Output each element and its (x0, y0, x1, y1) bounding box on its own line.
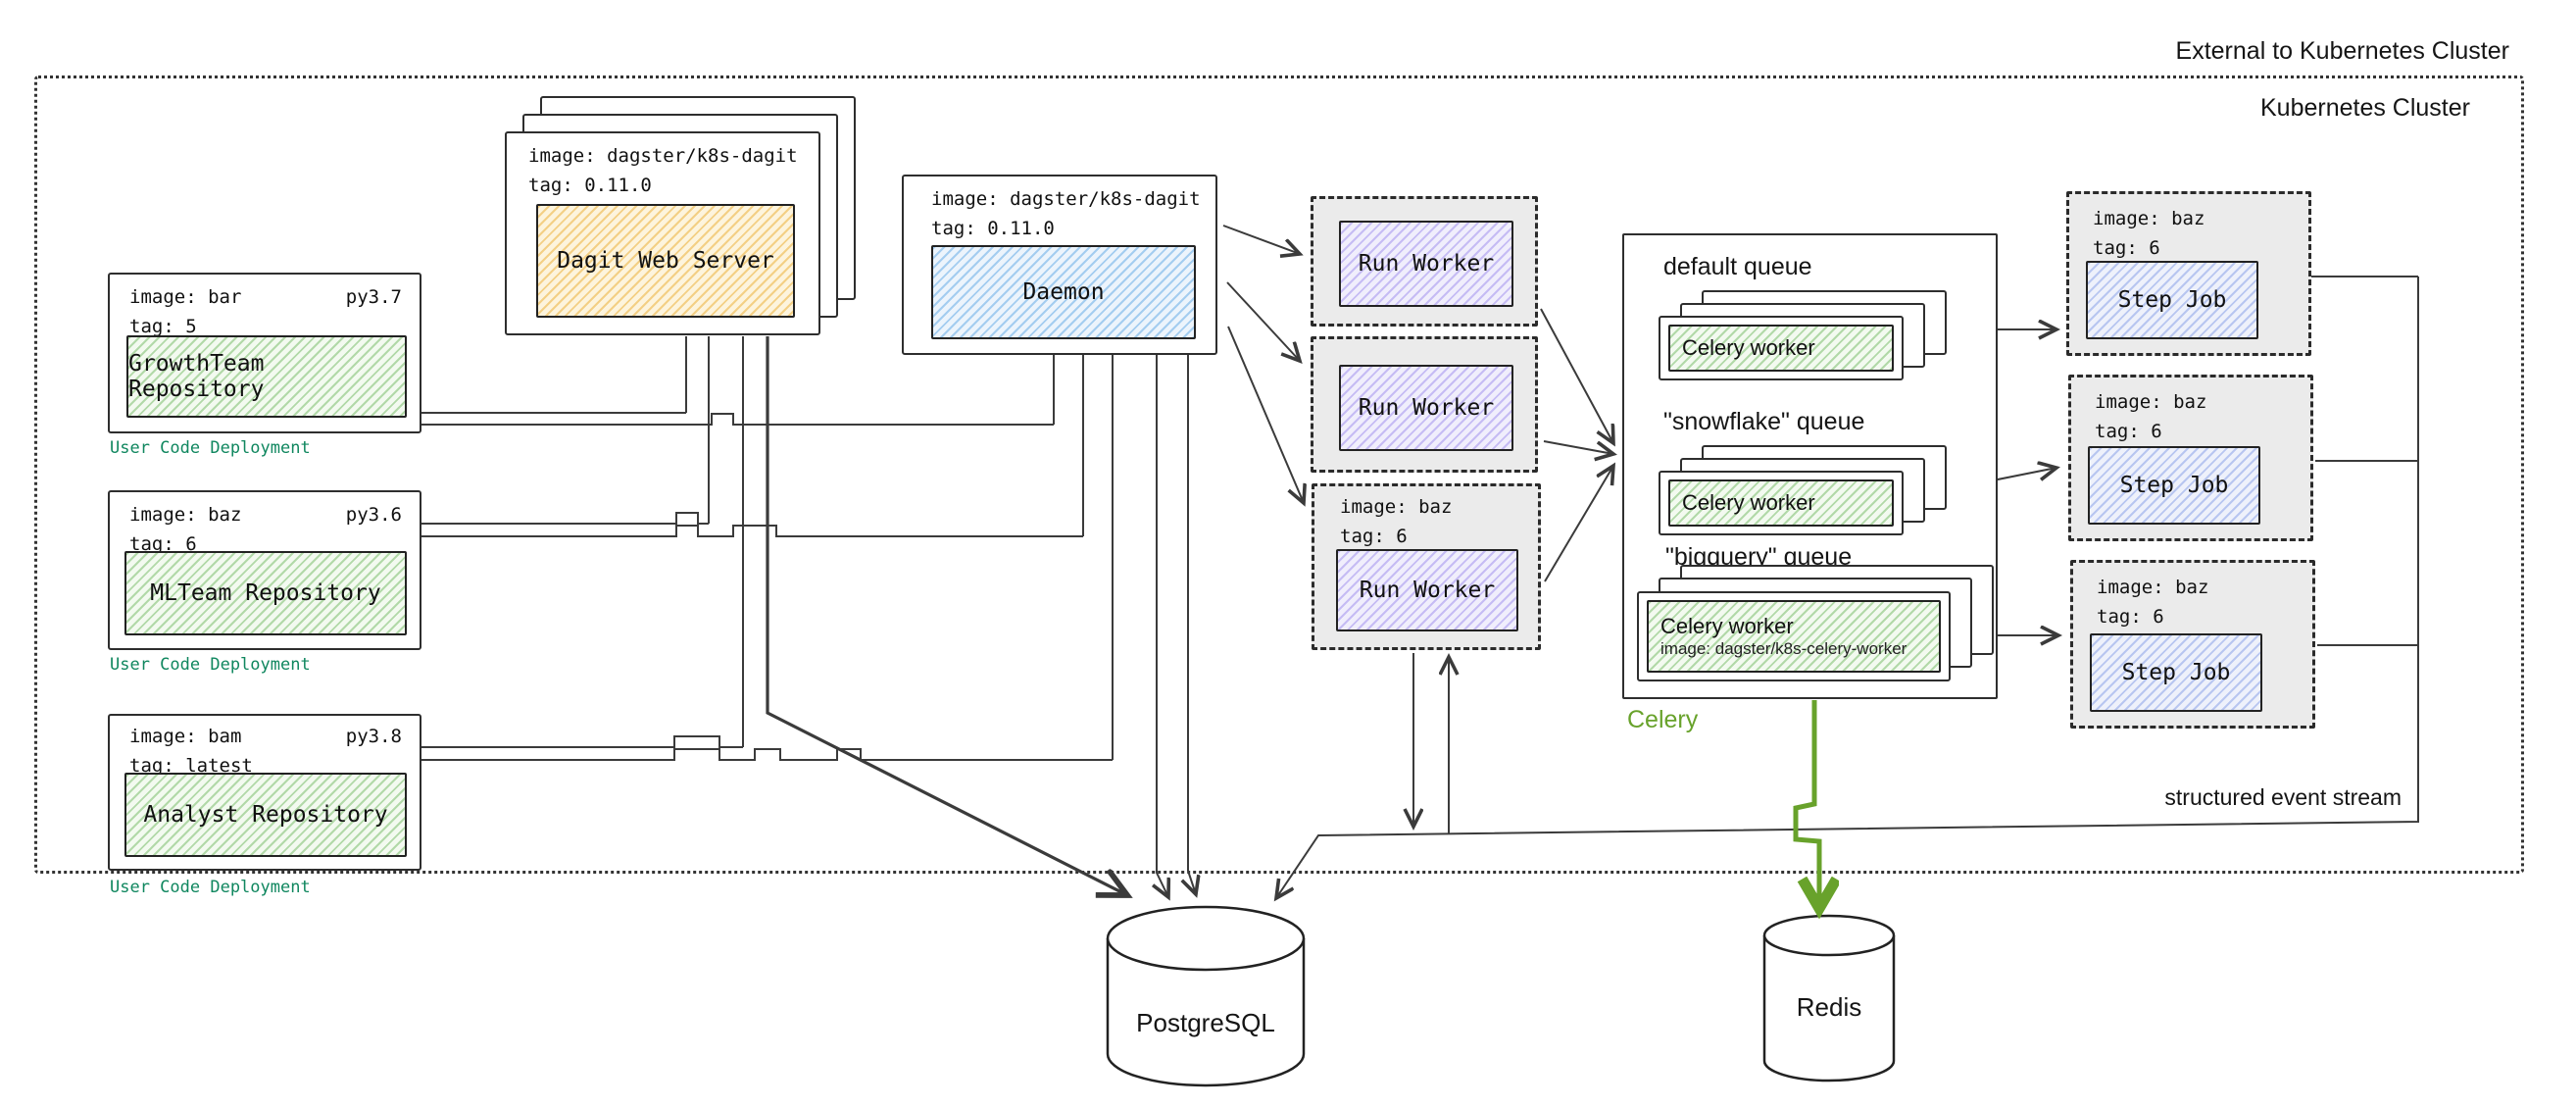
step-job-3-box: Step Job (2090, 633, 2262, 712)
deployment-analyst-caption: User Code Deployment (110, 878, 311, 897)
deployment-analyst-python: py3.8 (345, 726, 402, 747)
step-job-1: image: baz tag: 6 Step Job (2066, 191, 2311, 356)
growthteam-repository: GrowthTeam Repository (126, 335, 407, 418)
deployment-growthteam-tag: tag: 5 (129, 316, 197, 337)
dagit-label: Dagit Web Server (557, 248, 774, 274)
step-job-2-label: Step Job (2119, 473, 2229, 498)
deployment-analyst-image: image: bam (129, 726, 242, 747)
deployment-growthteam-python: py3.7 (345, 286, 402, 308)
celery-worker-bigquery: Celery worker image: dagster/k8s-celery-… (1637, 591, 1951, 681)
deployment-mlteam-image: image: baz (129, 504, 242, 526)
celery-worker-bigquery-image: image: dagster/k8s-celery-worker (1660, 639, 1907, 658)
run-worker-3: image: baz tag: 6 Run Worker (1312, 483, 1541, 650)
step-job-1-box: Step Job (2086, 261, 2258, 339)
step-job-3: image: baz tag: 6 Step Job (2070, 560, 2315, 729)
celery-container: default queue Celery worker "snowflake" … (1622, 233, 1998, 699)
external-cluster-label: External to Kubernetes Cluster (2175, 37, 2509, 65)
mlteam-repository-label: MLTeam Repository (150, 580, 381, 606)
daemon-label-box: Daemon (931, 245, 1196, 339)
deployment-growthteam: image: bar py3.7 tag: 5 GrowthTeam Repos… (108, 273, 421, 433)
step-job-3-tag: tag: 6 (2097, 606, 2164, 628)
bigquery-queue-worker-stack: Celery worker image: dagster/k8s-celery-… (1637, 565, 1998, 684)
step-job-2-tag: tag: 6 (2095, 421, 2162, 442)
celery-worker-snowflake-label: Celery worker (1682, 490, 1815, 515)
kubernetes-cluster-label: Kubernetes Cluster (2259, 94, 2470, 122)
deployment-analyst: image: bam py3.8 tag: latest Analyst Rep… (108, 714, 421, 871)
redis-label: Redis (1796, 992, 1862, 1022)
dagit-web-server: image: dagster/k8s-dagit tag: 0.11.0 Dag… (505, 131, 820, 335)
celery-worker-snowflake-box: Celery worker (1668, 479, 1894, 527)
postgres-cylinder (1106, 905, 1306, 1087)
celery-worker-default: Celery worker (1659, 316, 1904, 380)
celery-worker-bigquery-label: Celery worker (1660, 614, 1794, 638)
analyst-repository: Analyst Repository (124, 773, 407, 857)
run-worker-1: Run Worker (1311, 196, 1538, 327)
deployment-mlteam: image: baz py3.6 tag: 6 MLTeam Repositor… (108, 490, 421, 650)
deployment-mlteam-caption: User Code Deployment (110, 655, 311, 675)
deployment-analyst-tag: tag: latest (129, 755, 253, 777)
deployment-growthteam-caption: User Code Deployment (110, 438, 311, 458)
snowflake-queue-label: "snowflake" queue (1663, 408, 1865, 435)
celery-worker-bigquery-box: Celery worker image: dagster/k8s-celery-… (1647, 600, 1941, 673)
daemon-label: Daemon (1022, 279, 1105, 305)
default-queue-label: default queue (1663, 253, 1812, 280)
celery-worker-default-label: Celery worker (1682, 335, 1815, 360)
dagit-stack: image: dagster/k8s-dagit tag: 0.11.0 Dag… (505, 96, 858, 337)
step-job-3-image: image: baz (2097, 577, 2209, 598)
dagit-label-box: Dagit Web Server (536, 204, 795, 318)
deployment-growthteam-image: image: bar (129, 286, 242, 308)
event-stream-label: structured event stream (2164, 784, 2402, 810)
run-worker-3-label: Run Worker (1359, 578, 1496, 603)
step-job-1-label: Step Job (2117, 287, 2227, 313)
step-job-2-image: image: baz (2095, 391, 2207, 413)
run-worker-2: Run Worker (1311, 336, 1538, 473)
run-worker-1-label: Run Worker (1358, 251, 1495, 277)
step-job-3-label: Step Job (2121, 660, 2231, 685)
step-job-2: image: baz tag: 6 Step Job (2068, 375, 2313, 541)
daemon-tag: tag: 0.11.0 (931, 218, 1055, 239)
daemon-image: image: dagster/k8s-dagit (931, 188, 1201, 210)
step-job-1-image: image: baz (2093, 208, 2205, 229)
step-job-2-box: Step Job (2088, 446, 2260, 525)
dagit-image: image: dagster/k8s-dagit (528, 145, 798, 167)
run-worker-2-box: Run Worker (1339, 365, 1513, 451)
deployment-mlteam-tag: tag: 6 (129, 533, 197, 555)
dagit-tag: tag: 0.11.0 (528, 175, 652, 196)
analyst-repository-label: Analyst Repository (143, 802, 388, 828)
run-worker-3-image: image: baz (1340, 496, 1453, 518)
run-worker-2-label: Run Worker (1358, 395, 1495, 421)
postgres-label: PostgreSQL (1136, 1008, 1275, 1037)
default-queue-worker-stack: Celery worker (1659, 290, 1953, 383)
mlteam-repository: MLTeam Repository (124, 551, 407, 635)
growthteam-repository-label: GrowthTeam Repository (128, 351, 265, 402)
celery-caption: Celery (1627, 706, 1699, 733)
run-worker-1-box: Run Worker (1339, 221, 1513, 307)
run-worker-3-tag: tag: 6 (1340, 526, 1408, 547)
celery-worker-snowflake: Celery worker (1659, 471, 1904, 535)
celery-worker-default-box: Celery worker (1668, 325, 1894, 372)
daemon: image: dagster/k8s-dagit tag: 0.11.0 Dae… (902, 175, 1217, 355)
snowflake-queue-worker-stack: Celery worker (1659, 445, 1953, 538)
deployment-mlteam-python: py3.6 (345, 504, 402, 526)
step-job-1-tag: tag: 6 (2093, 237, 2160, 259)
run-worker-3-box: Run Worker (1336, 549, 1518, 631)
